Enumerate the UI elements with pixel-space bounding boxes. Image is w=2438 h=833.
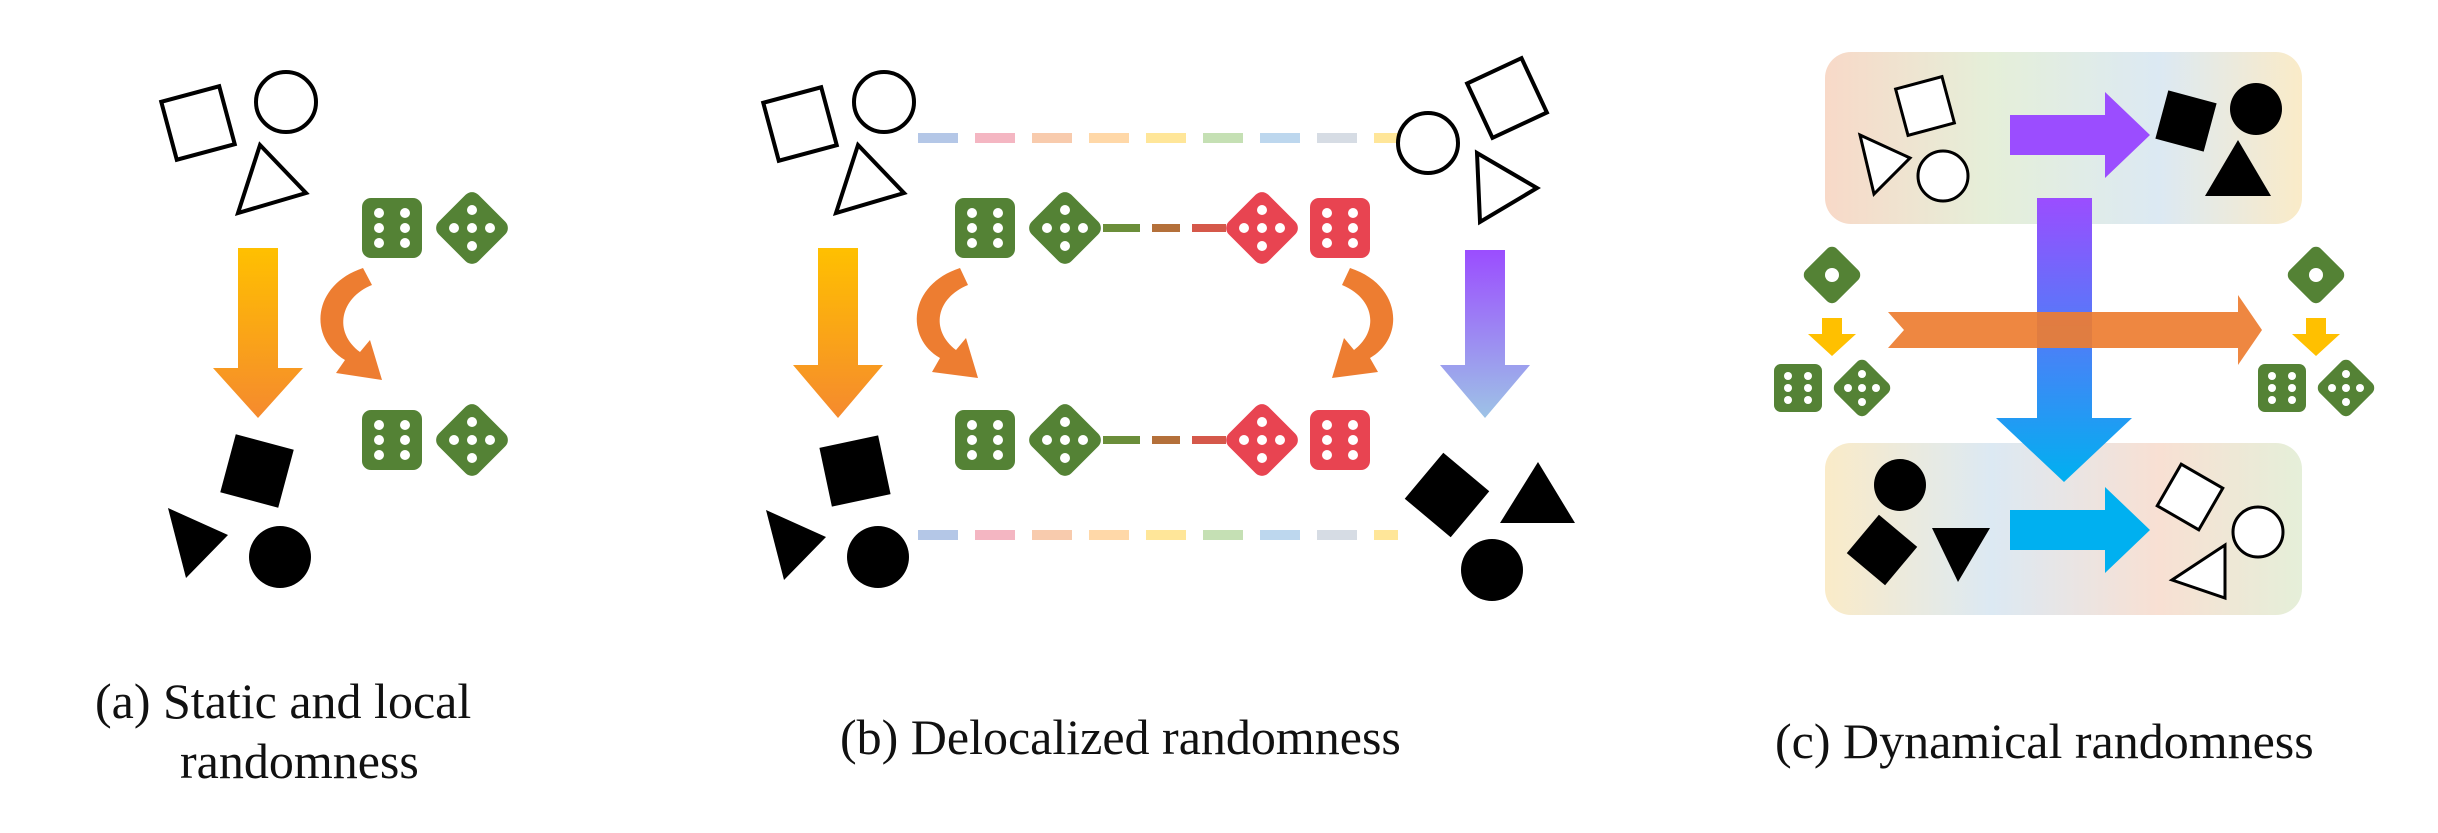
square-icon xyxy=(2155,90,2217,152)
panel-c xyxy=(1774,52,2378,615)
die-one-icon xyxy=(1800,243,1864,307)
caption-c: (c) Dynamical randomness xyxy=(1775,713,2314,769)
caption-a-line2: randomness xyxy=(180,733,419,789)
square-icon xyxy=(1464,55,1550,141)
triangle-icon xyxy=(1500,462,1575,523)
circle-icon xyxy=(2231,505,2285,559)
triangle-icon xyxy=(2205,140,2271,196)
circle-icon xyxy=(1396,111,1460,175)
die-five-icon xyxy=(1025,188,1105,268)
square-icon xyxy=(220,434,294,508)
caption-a-line1: (a) Static and local xyxy=(95,673,472,729)
panel-a xyxy=(158,70,512,588)
circle-icon xyxy=(852,70,916,134)
triangle-icon xyxy=(1474,149,1541,226)
die-five-icon xyxy=(432,400,512,480)
die-six-icon xyxy=(2258,364,2306,412)
die-six-icon xyxy=(955,198,1015,258)
curved-arrow-icon xyxy=(1332,268,1394,378)
triangle-icon xyxy=(168,508,228,578)
triangle-icon xyxy=(1932,528,1990,582)
curved-arrow-icon xyxy=(320,268,382,380)
square-icon xyxy=(158,83,238,163)
circle-icon xyxy=(254,70,318,134)
triangle-icon xyxy=(234,141,310,216)
square-icon xyxy=(819,435,891,507)
square-icon xyxy=(1846,514,1918,586)
die-one-icon xyxy=(2284,243,2348,307)
curved-arrow-icon xyxy=(916,268,978,378)
triangle-icon xyxy=(1857,132,1913,197)
die-five-icon xyxy=(1830,356,1894,420)
die-six-icon xyxy=(1310,410,1370,470)
caption-b: (b) Delocalized randomness xyxy=(840,709,1401,765)
square-icon xyxy=(760,84,840,164)
die-five-icon xyxy=(2314,356,2378,420)
circle-icon xyxy=(847,526,909,588)
die-six-icon xyxy=(362,410,422,470)
die-six-icon xyxy=(362,198,422,258)
triangle-icon xyxy=(766,510,826,580)
die-five-icon xyxy=(1222,188,1302,268)
die-five-icon xyxy=(432,188,512,268)
circle-icon xyxy=(2230,83,2282,135)
die-six-icon xyxy=(1774,364,1822,412)
die-six-icon xyxy=(1310,198,1370,258)
down-arrow-icon xyxy=(213,248,303,418)
right-arrow-icon xyxy=(2010,92,2150,178)
die-five-icon xyxy=(1222,400,1302,480)
die-five-icon xyxy=(1025,400,1105,480)
down-arrow-icon xyxy=(2292,318,2340,356)
circle-icon xyxy=(249,526,311,588)
triangle-icon xyxy=(832,141,908,216)
square-icon xyxy=(2155,462,2225,532)
panel-b xyxy=(760,55,1575,601)
right-arrow-icon xyxy=(1888,295,2262,365)
circle-icon xyxy=(1461,539,1523,601)
triangle-icon xyxy=(2168,542,2227,601)
square-icon xyxy=(1404,452,1490,538)
circle-icon xyxy=(1916,149,1970,203)
down-arrow-icon xyxy=(1440,250,1530,418)
down-arrow-icon xyxy=(1808,318,1856,356)
down-arrow-icon xyxy=(793,248,883,418)
circle-icon xyxy=(1874,459,1926,511)
right-arrow-icon xyxy=(2010,487,2150,573)
square-icon xyxy=(1893,74,1957,138)
die-six-icon xyxy=(955,410,1015,470)
